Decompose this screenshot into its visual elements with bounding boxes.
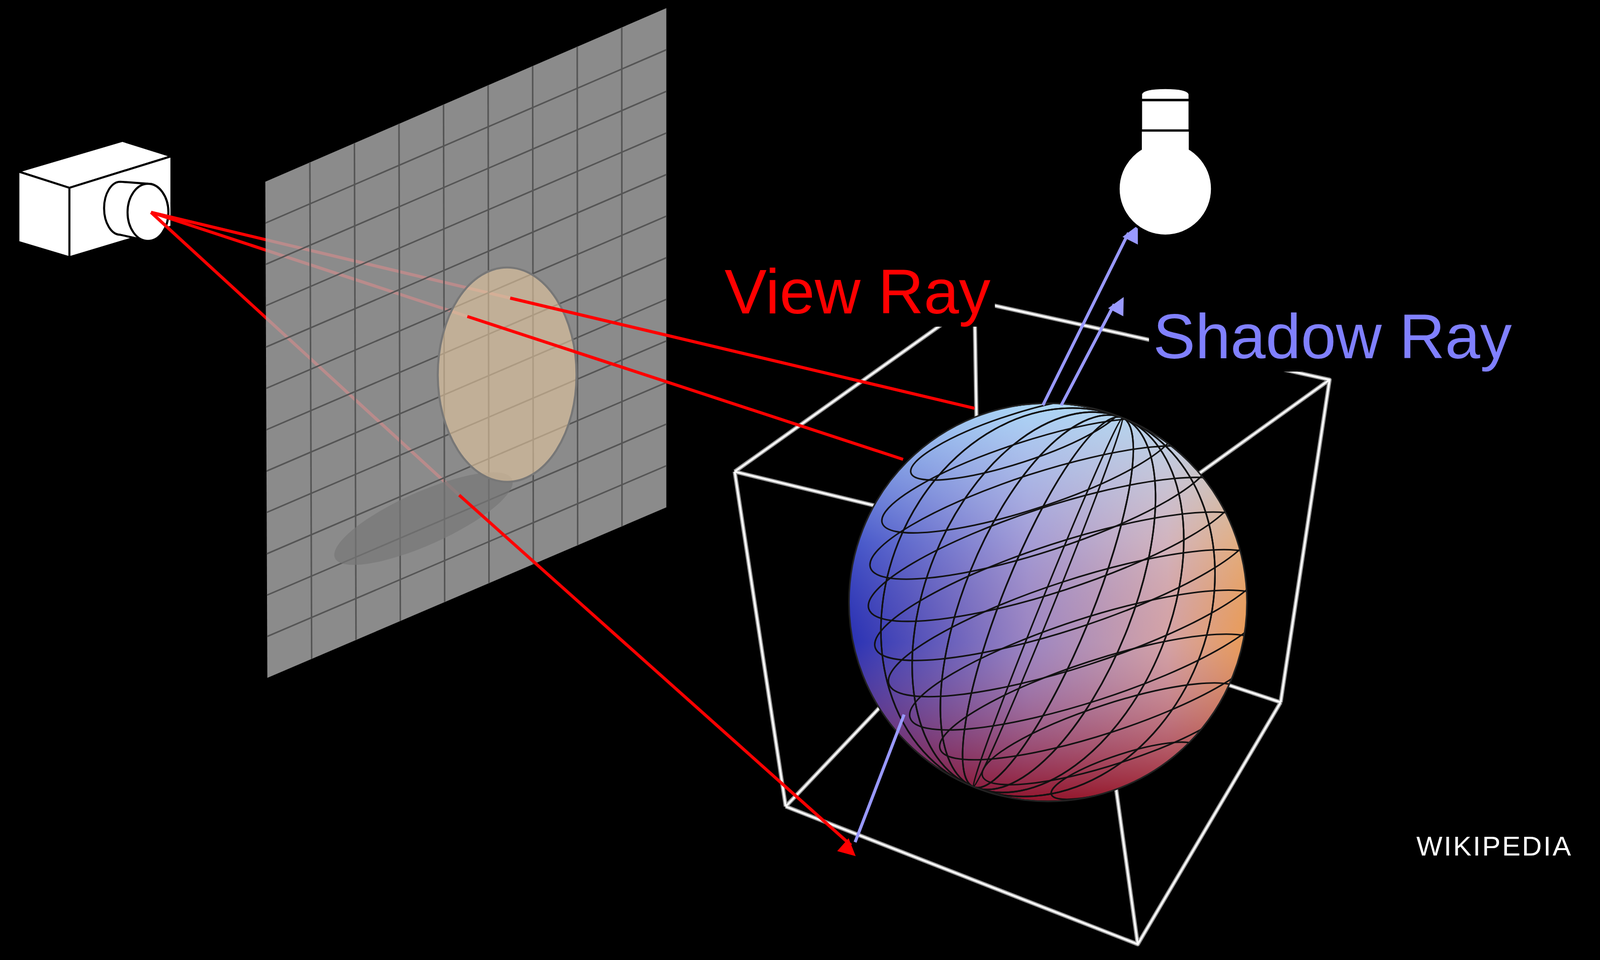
watermark: WIKIPEDIA [1412,831,1577,862]
light-bulb [1118,87,1213,236]
camera [18,140,172,258]
shadow-ray-label: Shadow Ray [1148,301,1516,372]
view-rays-front [459,298,975,845]
sphere [788,342,1309,862]
view-ray-label: View Ray [720,257,995,327]
image-plane [265,8,667,678]
bounding-cube [734,300,1330,944]
